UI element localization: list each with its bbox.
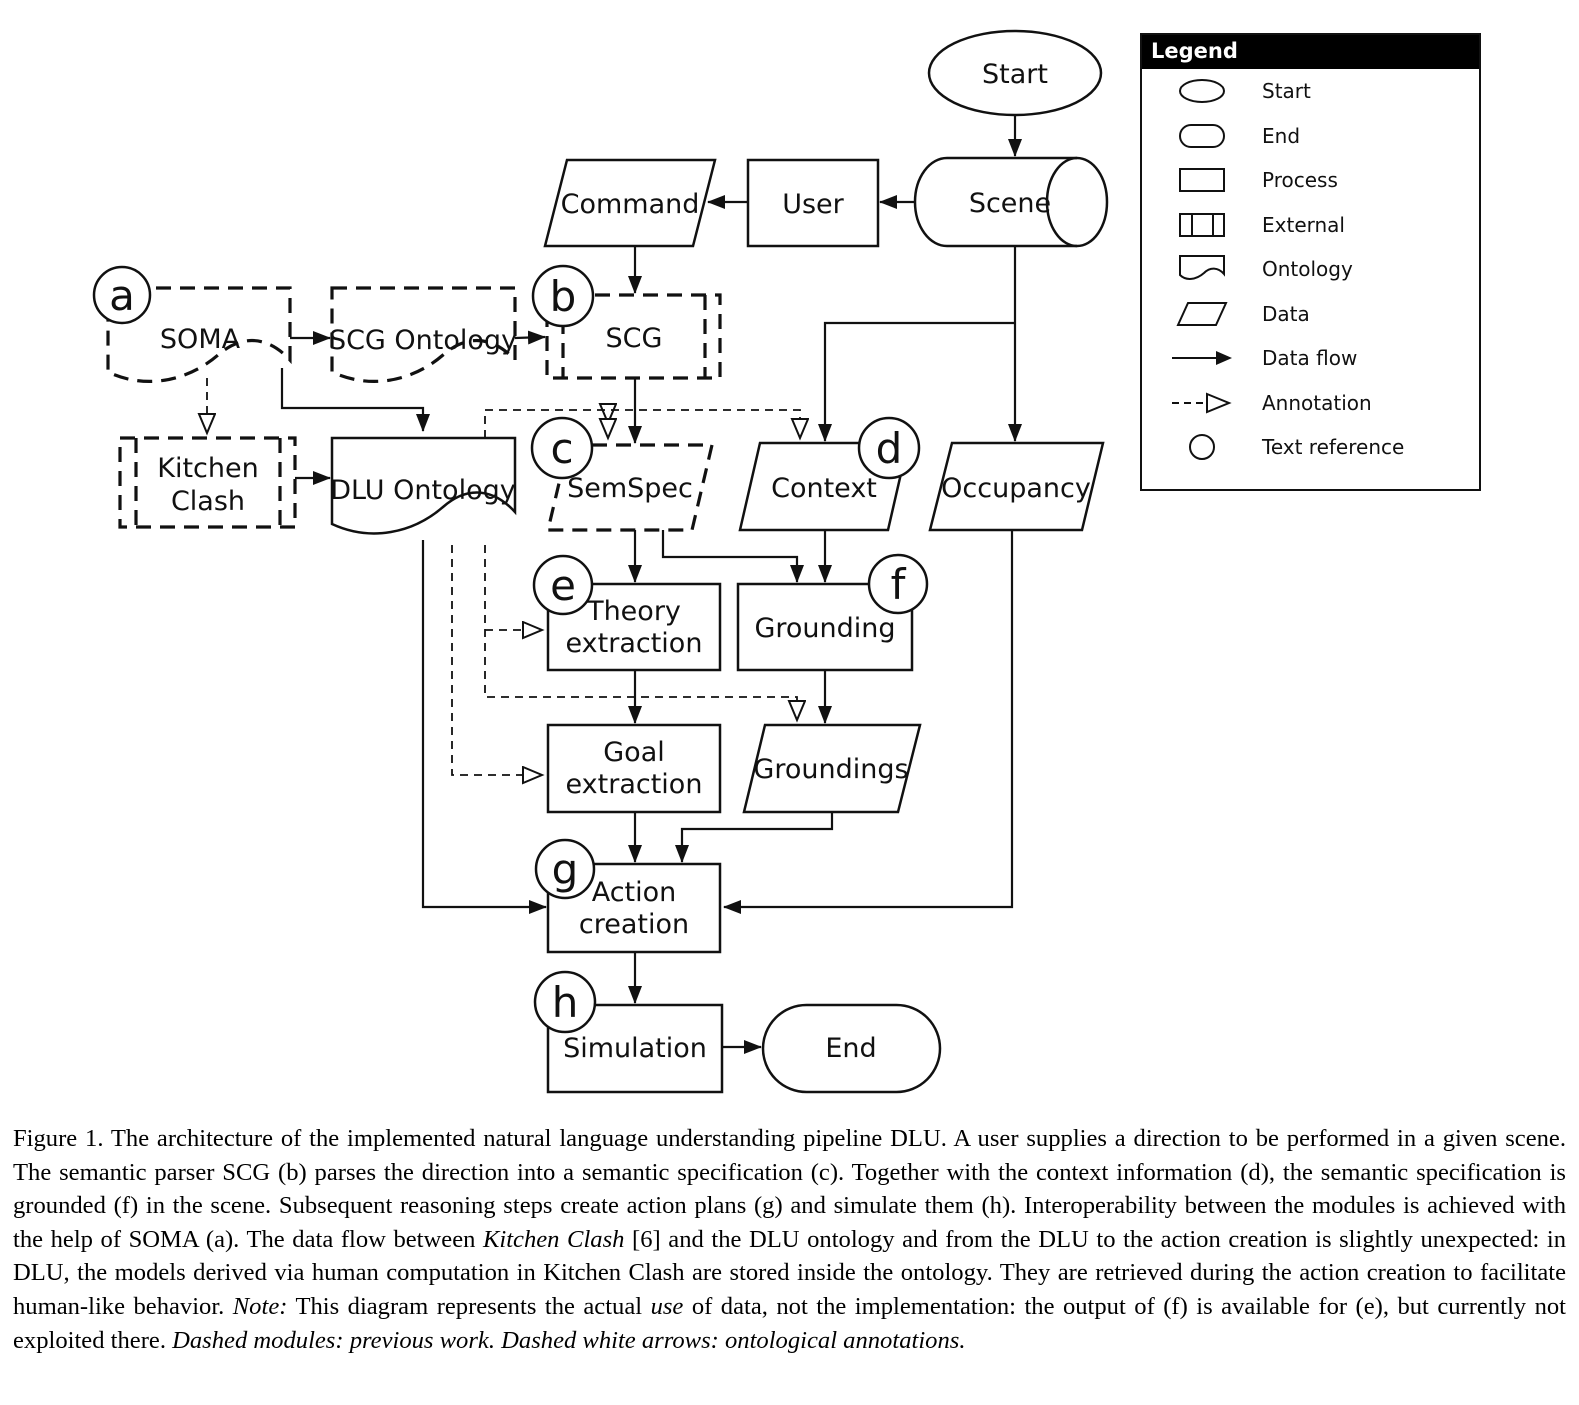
start-ellipse-icon [1142, 78, 1262, 104]
action-creation-label-line1: Action [592, 877, 677, 908]
groundings-label: Groundings [753, 754, 908, 785]
kitchen-clash-label-line2: Clash [171, 486, 245, 517]
kitchen-clash-node [118, 436, 297, 529]
ref-letter-a: a [109, 271, 135, 320]
caption-text: This diagram represents the actual [287, 1292, 651, 1320]
scg-ontology-node [330, 286, 517, 383]
legend-row-ontology: Ontology [1142, 247, 1479, 292]
legend-row-process: Process [1142, 158, 1479, 203]
goal-extraction-label-line1: Goal [603, 737, 665, 768]
ref-letter-e: e [550, 561, 576, 610]
legend-row-end: End [1142, 114, 1479, 159]
caption-text: of data, not the implementation: the out… [13, 1292, 1566, 1354]
legend-label: External [1262, 212, 1345, 237]
ref-letter-d: d [876, 424, 903, 473]
ref-circle-e [532, 554, 594, 616]
start-label: Start [982, 59, 1048, 90]
semspec-node [545, 443, 715, 532]
dlu-ontology-label: DLU Ontology [330, 475, 515, 506]
occupancy-node [928, 441, 1105, 532]
kitchen-clash-label-line1: Kitchen [157, 453, 258, 484]
theory-extraction-label-line2: extraction [566, 628, 703, 659]
semspec-label: SemSpec [567, 473, 693, 504]
caption-text: Figure 1. The architecture of the implem… [13, 1125, 1566, 1253]
ref-circle-b [531, 264, 595, 328]
legend-row-data-flow: Data flow [1142, 336, 1479, 381]
simulation-node [546, 1003, 724, 1094]
end-stadium-icon [1142, 123, 1262, 149]
text-reference-circle-icon [1142, 432, 1262, 462]
ref-circle-d [857, 416, 921, 480]
caption-text-italic: Dashed modules: previous work. Dashed wh… [172, 1326, 966, 1354]
user-label: User [782, 189, 844, 220]
simulation-label: Simulation [563, 1033, 707, 1064]
legend-row-start: Start [1142, 69, 1479, 114]
scene-label: Scene [969, 188, 1051, 219]
ref-circle-g [534, 838, 596, 900]
figure-caption: Figure 1. The architecture of the implem… [13, 1122, 1566, 1357]
ref-circle-a [92, 265, 152, 325]
ref-letter-c: c [550, 424, 573, 473]
legend-row-data: Data [1142, 292, 1479, 337]
annotation-arrows [207, 378, 800, 775]
ref-circle-f [867, 553, 929, 615]
external-rect-icon [1142, 212, 1262, 238]
data-parallelogram-icon [1142, 301, 1262, 327]
legend-label: Annotation [1262, 390, 1372, 415]
context-label: Context [771, 473, 877, 504]
grounding-label: Grounding [754, 613, 895, 644]
dlu-pipeline-flowchart: Start Scene User Command SOMA SCG Ontolo… [92, 29, 1109, 1094]
dlu-ontology-node [330, 436, 517, 535]
ref-circle-h [533, 970, 597, 1034]
text-reference-circles [92, 264, 929, 1034]
data-flow-arrows [280, 115, 1022, 1054]
command-label: Command [561, 189, 700, 220]
end-label: End [825, 1033, 876, 1064]
end-node [761, 1003, 942, 1094]
command-node [543, 158, 717, 248]
legend-row-external: External [1142, 203, 1479, 248]
caption-text-italic: use [650, 1292, 684, 1320]
ref-letter-h: h [552, 978, 579, 1027]
caption-text-italic: Kitchen Clash [482, 1225, 625, 1253]
scg-label: SCG [606, 323, 663, 354]
action-creation-label-line2: creation [579, 909, 689, 940]
legend-label: Start [1262, 79, 1311, 104]
legend-label: Process [1262, 168, 1338, 193]
soma-node [106, 286, 292, 383]
legend-label: Ontology [1262, 257, 1353, 282]
caption-text-italic: Note: [232, 1292, 288, 1320]
annotation-arrow-icon [1142, 392, 1262, 414]
ref-letter-b: b [550, 272, 577, 321]
legend-label: End [1262, 123, 1301, 148]
ref-letter-g: g [552, 845, 579, 894]
scg-ontology-label: SCG Ontology [329, 325, 517, 356]
legend-box: Legend Start End Process [1140, 33, 1481, 491]
process-rect-icon [1142, 167, 1262, 193]
ontology-shape-icon [1142, 254, 1262, 284]
legend-row-text-reference: Text reference [1142, 425, 1479, 470]
soma-label: SOMA [160, 324, 241, 355]
caption-text: [6] and the DLU ontology and from the DL… [13, 1225, 1566, 1320]
legend-label: Data [1262, 301, 1310, 326]
ref-circle-c [530, 416, 594, 480]
theory-extraction-label-line1: Theory [586, 596, 681, 627]
legend-row-annotation: Annotation [1142, 381, 1479, 426]
ref-letter-f: f [891, 560, 907, 609]
occupancy-label: Occupancy [941, 473, 1091, 504]
data-flow-arrow-icon [1142, 349, 1262, 367]
legend-label: Data flow [1262, 346, 1358, 371]
legend-title: Legend [1142, 35, 1479, 69]
goal-extraction-label-line2: extraction [566, 769, 703, 800]
groundings-node [742, 723, 922, 814]
legend-label: Text reference [1262, 435, 1405, 460]
